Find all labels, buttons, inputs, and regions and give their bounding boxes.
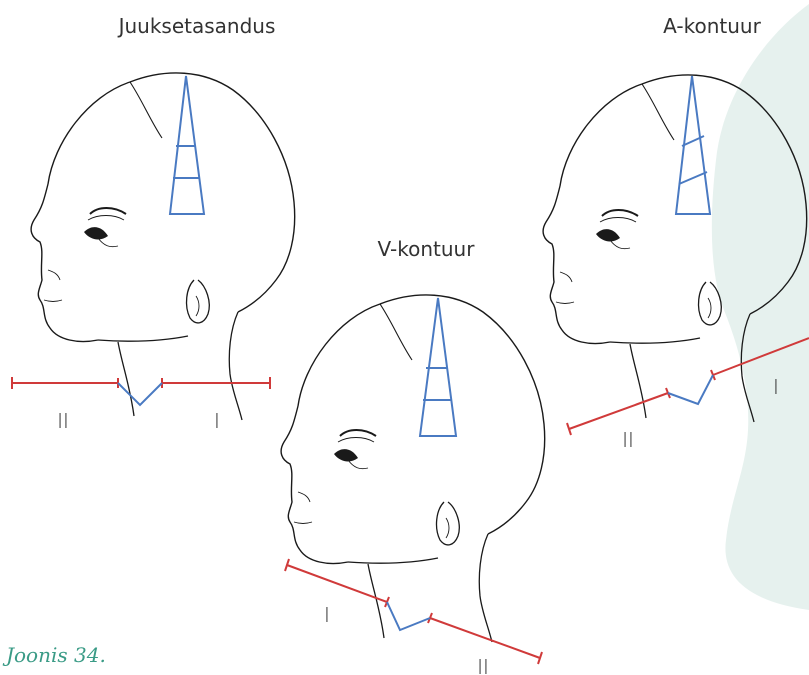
diagram-v-kontuur: V-kontuur I II [281, 237, 545, 675]
section-guide [170, 76, 204, 214]
label-left: I [324, 603, 330, 627]
diagram-title: Juuksetasandus [117, 14, 276, 38]
head-profile [281, 295, 545, 642]
figure-caption: Joonis 34. [6, 643, 106, 667]
label-left: II [57, 409, 69, 433]
background-decoration [712, 4, 809, 610]
section-guide [676, 76, 710, 214]
diagram-title: A-kontuur [663, 14, 761, 38]
label-left: II [622, 428, 634, 452]
label-right: I [214, 409, 220, 433]
label-right: I [773, 375, 779, 399]
diagram-juuksetasandus: Juuksetasandus II I [12, 14, 295, 433]
diagram-title: V-kontuur [378, 237, 476, 261]
section-guide [420, 298, 456, 436]
label-right: II [477, 655, 489, 675]
head-profile [31, 73, 295, 420]
